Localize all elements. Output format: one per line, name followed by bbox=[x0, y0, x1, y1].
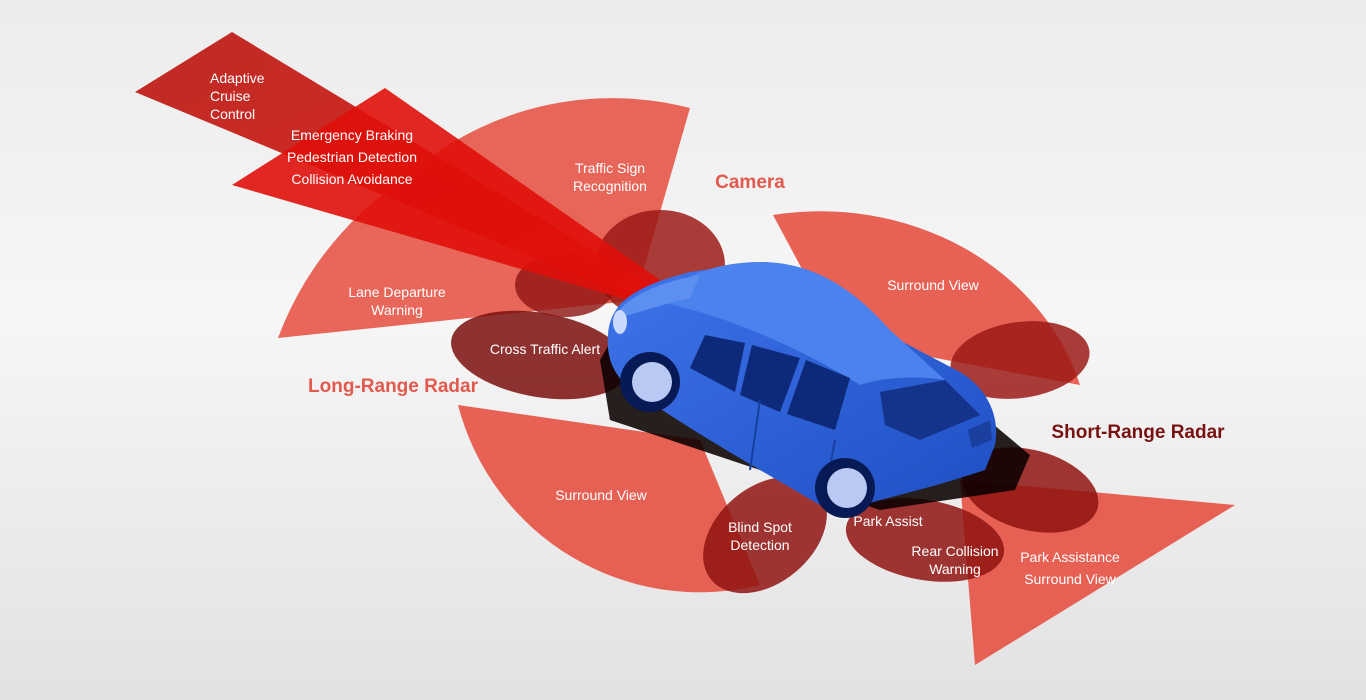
cross-traffic-lobe bbox=[451, 310, 629, 400]
emergency-braking-label: Emergency Braking Pedestrian Detection C… bbox=[287, 127, 417, 187]
rear-collision-lobe bbox=[845, 498, 1005, 582]
traffic-sign-label: Traffic Sign Recognition bbox=[573, 160, 647, 194]
rear-collision-label: Rear Collision Warning bbox=[911, 543, 999, 577]
emergency-braking-beam bbox=[232, 88, 660, 305]
blind-spot-label: Blind Spot Detection bbox=[728, 519, 792, 553]
park-assist-label: Park Assist bbox=[853, 513, 923, 529]
car-icon bbox=[607, 262, 997, 518]
rear-right-lobe bbox=[950, 321, 1090, 399]
surround-view-left-zone bbox=[458, 405, 760, 593]
adaptive-cruise-label: Adaptive Cruise Control bbox=[210, 70, 265, 122]
surround-view-right-label: Surround View bbox=[887, 277, 979, 293]
short-range-radar-category-label: Short-Range Radar bbox=[1051, 422, 1225, 443]
park-assistance-label: Park Assistance Surround View bbox=[1020, 549, 1120, 587]
surround-view-left-label: Surround View bbox=[555, 487, 647, 503]
blind-spot-lobe bbox=[703, 476, 827, 594]
camera-category-label: Camera bbox=[715, 172, 785, 193]
long-range-radar-category-label: Long-Range Radar bbox=[308, 376, 478, 397]
lane-departure-label: Lane Departure Warning bbox=[348, 284, 446, 318]
cross-traffic-label: Cross Traffic Alert bbox=[489, 341, 601, 357]
